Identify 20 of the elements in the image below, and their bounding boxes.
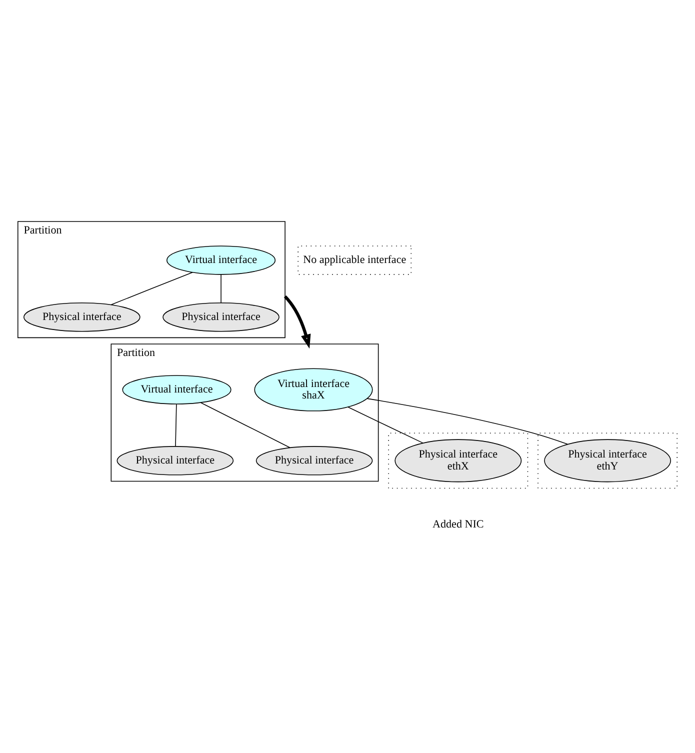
node-ellipse: Physical interface xyxy=(24,302,140,332)
node-ellipse: Physical interface xyxy=(256,446,373,475)
node-ellipse: Virtual interface shaX xyxy=(254,368,373,411)
node-ellipse: Virtual interface xyxy=(122,374,232,404)
node-ellipse: Physical interface xyxy=(162,302,280,332)
cluster xyxy=(388,432,528,488)
node-box: No applicable interface xyxy=(298,245,412,274)
connector xyxy=(200,402,291,448)
connector xyxy=(175,403,177,446)
connector xyxy=(348,406,424,443)
node-ellipse: Physical interface ethX xyxy=(394,438,522,482)
node-ellipse: Virtual interface xyxy=(166,245,276,274)
node-ellipse: Physical interface xyxy=(116,446,234,475)
connector xyxy=(366,398,568,444)
connector xyxy=(110,271,193,305)
node-ellipse: Physical interface ethY xyxy=(544,438,672,482)
connector xyxy=(220,274,222,303)
cluster xyxy=(538,432,678,488)
arrow xyxy=(284,294,311,348)
label: Added NIC xyxy=(432,518,484,530)
